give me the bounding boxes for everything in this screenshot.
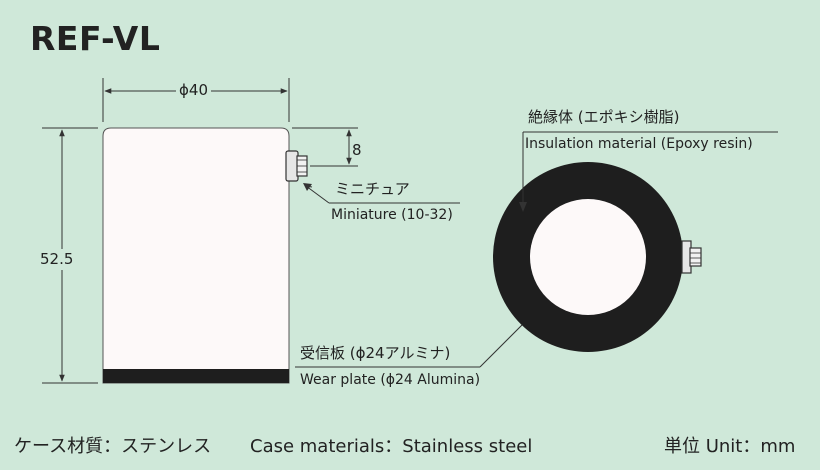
- connector-label-jp: ミニチュア: [335, 180, 410, 198]
- wear-plate-face: [530, 199, 646, 315]
- wear-plate-strip: [103, 369, 289, 383]
- top-view: [493, 131, 778, 352]
- dimension-connector-offset-label: 8: [352, 141, 362, 159]
- connector-label-en: Miniature (10-32): [331, 207, 453, 223]
- leader-connector: [303, 183, 460, 204]
- sensor-body: [102, 127, 290, 384]
- wear-plate-label-en: Wear plate (ϕ24 Alumina): [300, 372, 481, 388]
- side-view: [42, 78, 568, 384]
- insulation-label-jp: 絶縁体 (エポキシ樹脂): [528, 108, 680, 126]
- case-material-en: Case materials：Stainless steel: [250, 436, 533, 457]
- dimension-height-label: 52.5: [40, 249, 74, 270]
- case-material-jp: ケース材質：ステンレス: [14, 436, 212, 457]
- dimension-width-label: ϕ40: [176, 83, 211, 98]
- insulation-label-en: Insulation material (Epoxy resin): [525, 136, 753, 152]
- connector-side: [285, 150, 308, 182]
- connector-top: [681, 240, 702, 274]
- wear-plate-label-jp: 受信板 (ϕ24アルミナ): [300, 344, 451, 362]
- unit-label: 単位 Unit：mm: [664, 436, 796, 457]
- dimension-connector-offset: [292, 127, 358, 167]
- product-title: REF-VL: [30, 19, 161, 58]
- leader-insulation: [519, 131, 778, 212]
